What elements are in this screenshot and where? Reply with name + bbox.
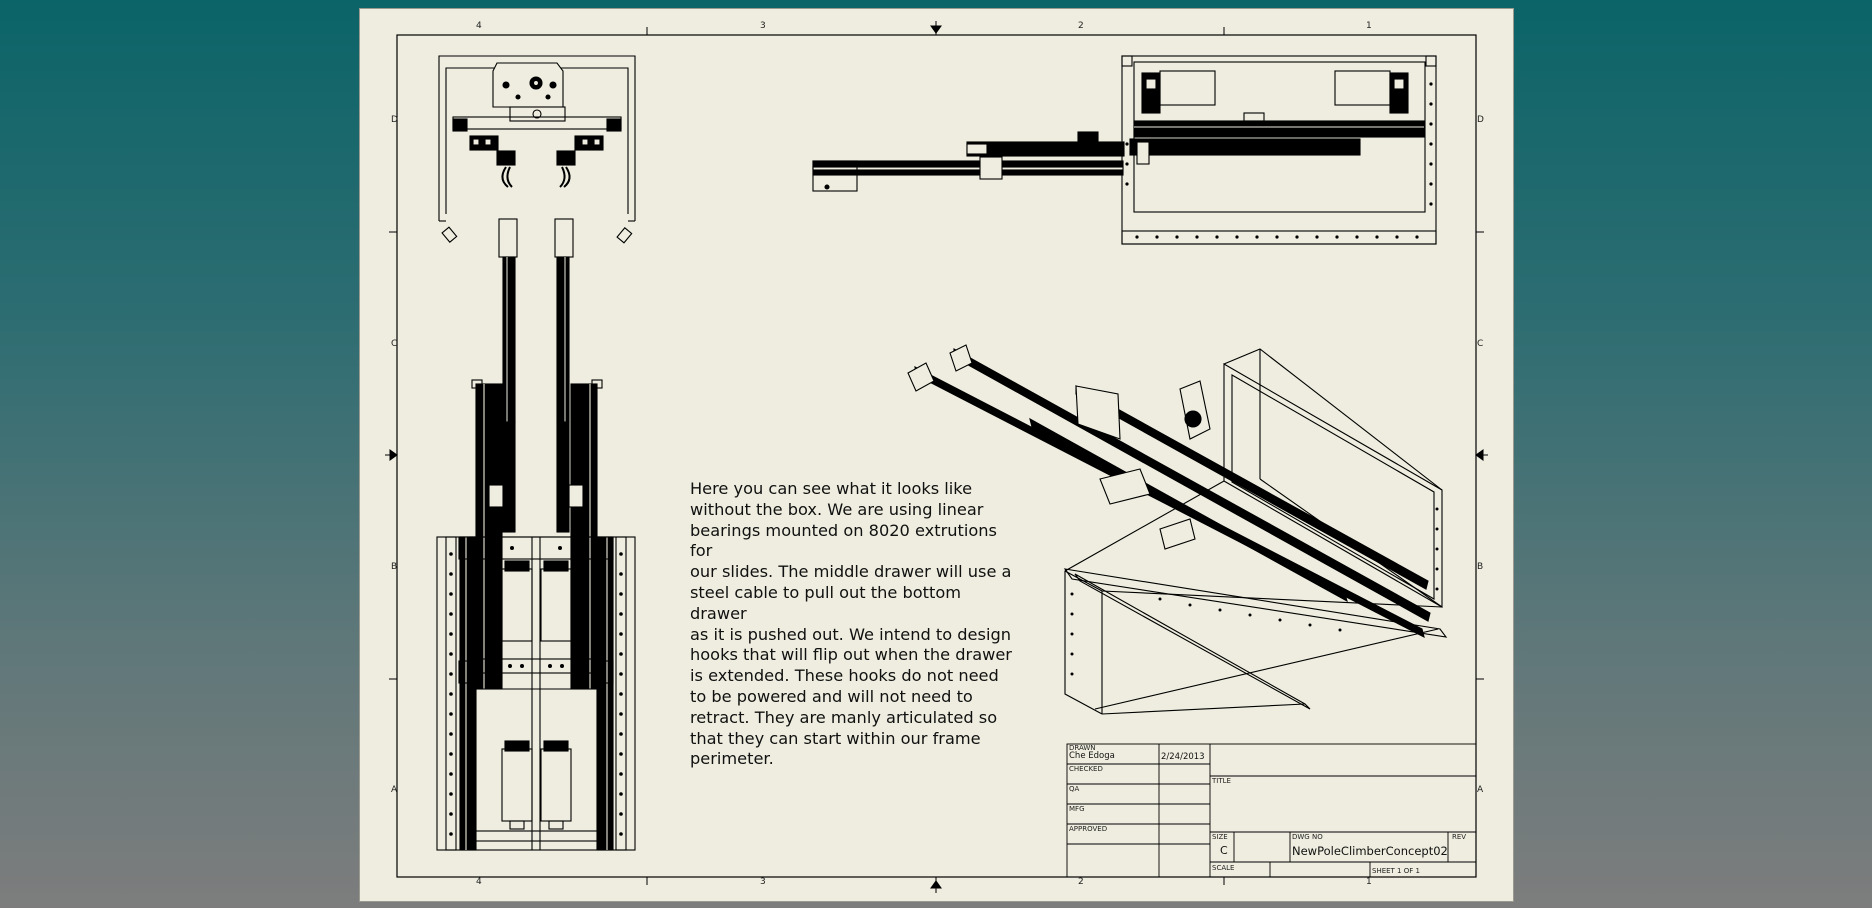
approved-label: APPROVED xyxy=(1069,825,1108,833)
size-label: SIZE xyxy=(1212,833,1228,841)
drawn-date-value: 2/24/2013 xyxy=(1161,752,1205,762)
isometric-view xyxy=(907,344,1448,715)
zone-row-c-left: C xyxy=(391,339,398,349)
dwg-no-value: NewPoleClimberConcept02 xyxy=(1292,844,1448,858)
drawn-by-value: Che Edoga xyxy=(1069,751,1115,761)
zone-row-a-left: A xyxy=(391,785,398,795)
centering-marks xyxy=(385,21,1488,893)
checked-label: CHECKED xyxy=(1069,765,1103,773)
size-value: C xyxy=(1220,844,1228,857)
scale-label: SCALE xyxy=(1212,864,1235,872)
zone-col-2-bottom: 2 xyxy=(1078,877,1084,887)
sheet-label: SHEET 1 OF 1 xyxy=(1372,867,1420,875)
zone-col-2-top: 2 xyxy=(1078,21,1084,31)
zone-col-4-bottom: 4 xyxy=(476,877,482,887)
zone-row-b-left: B xyxy=(391,562,398,572)
border-ticks xyxy=(389,27,1484,885)
side-view xyxy=(812,55,1437,245)
design-notes-text: Here you can see what it looks like with… xyxy=(690,479,1012,769)
zone-col-3-bottom: 3 xyxy=(760,877,766,887)
zone-row-a-right: A xyxy=(1477,785,1484,795)
title-block-grid xyxy=(1066,743,1477,878)
zone-row-c-right: C xyxy=(1477,339,1484,349)
qa-label: QA xyxy=(1069,785,1080,793)
zone-row-d-left: D xyxy=(391,115,398,125)
drawing-canvas xyxy=(385,21,1488,893)
zone-col-1-bottom: 1 xyxy=(1366,877,1372,887)
front-view xyxy=(436,55,636,851)
title-label: TITLE xyxy=(1212,777,1231,785)
mfg-label: MFG xyxy=(1069,805,1085,813)
drawing-sheet: 4 3 2 1 4 3 2 1 D C B A D C B A Here you… xyxy=(359,8,1514,902)
zone-col-1-top: 1 xyxy=(1366,21,1372,31)
zone-row-d-right: D xyxy=(1477,115,1484,125)
zone-row-b-right: B xyxy=(1477,562,1484,572)
drawn-label: DRAWN xyxy=(1069,744,1096,752)
dwg-no-label: DWG NO xyxy=(1292,833,1323,841)
rev-label: REV xyxy=(1452,833,1467,841)
zone-col-3-top: 3 xyxy=(760,21,766,31)
zone-col-4-top: 4 xyxy=(476,21,482,31)
